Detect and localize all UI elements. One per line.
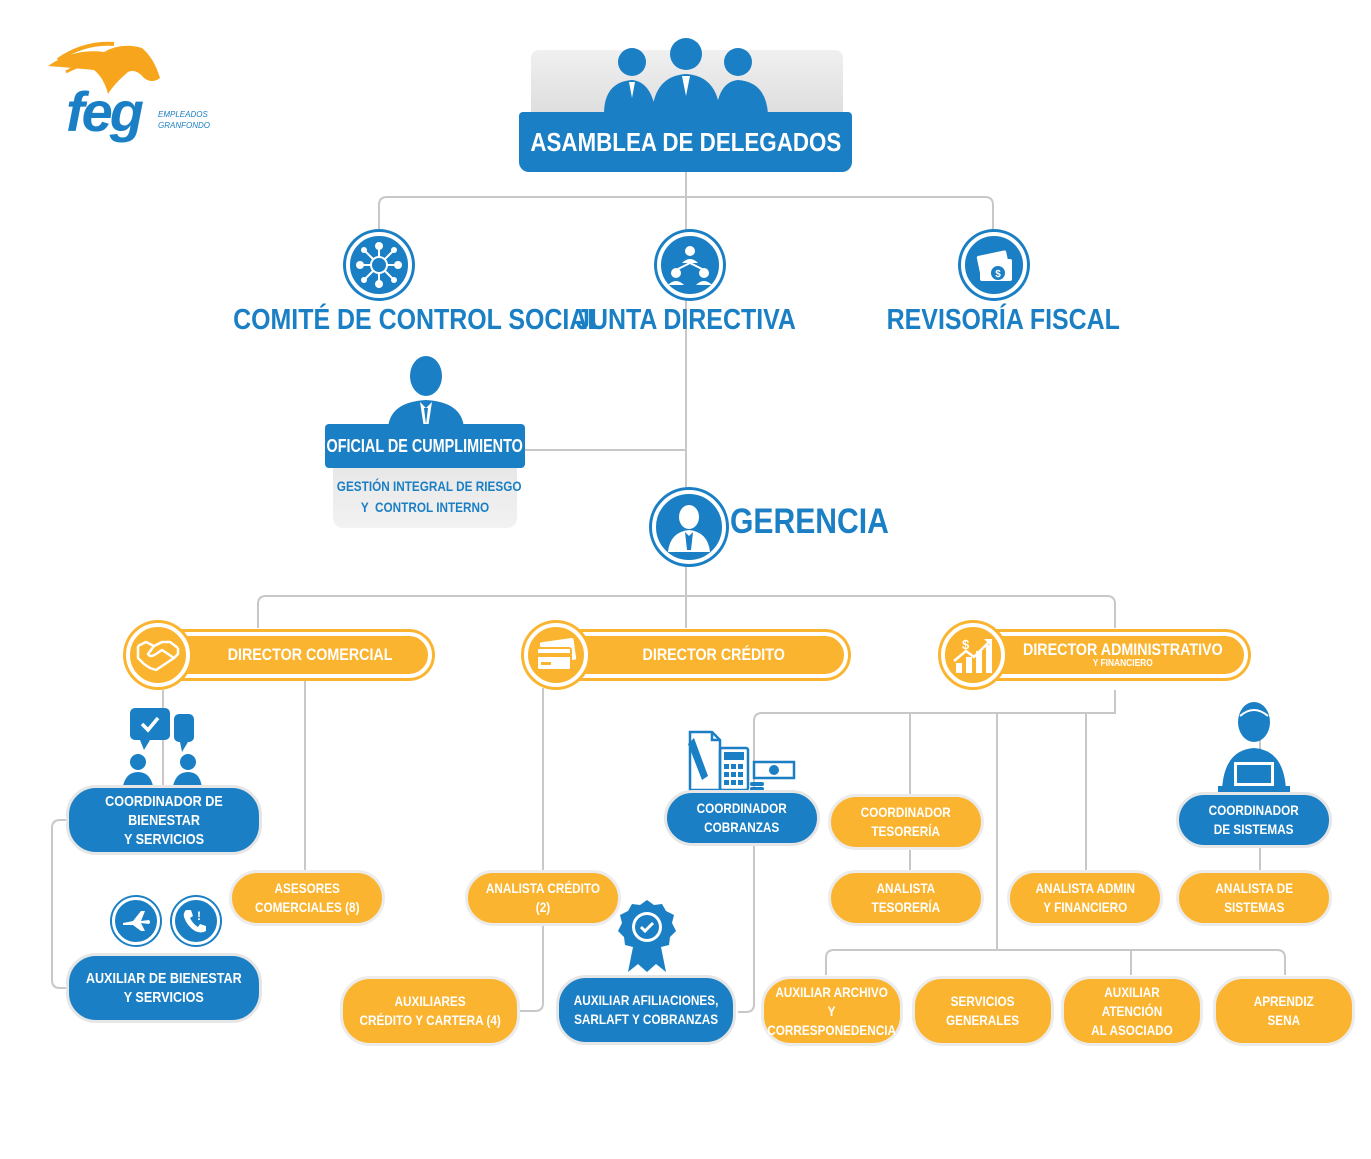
analista-credito-node: ANALISTA CRÉDITO (2) <box>465 870 621 926</box>
aux-credito-label: AUXILIARES CRÉDITO Y CARTERA (4) <box>359 993 501 1028</box>
payment-card-icon: $ <box>976 250 1012 281</box>
oficial-sub2: Y CONTROL INTERNO <box>360 499 490 515</box>
airplane-icon <box>123 911 150 931</box>
certified-badge-icon <box>618 900 676 972</box>
delegates-icon <box>604 38 768 114</box>
computer-user-icon <box>1218 702 1290 792</box>
growth-chart-icon: $ <box>953 637 992 673</box>
director-comercial-label: DIRECTOR COMERCIAL <box>227 645 393 664</box>
analista-tesoreria-node: ANALISTA TESORERÍA <box>828 870 984 926</box>
logo-sub1: EMPLEADOS <box>158 110 208 119</box>
coord-sistemas-label: COORDINADOR DE SISTEMAS <box>1208 802 1300 837</box>
aux-afiliaciones-node: AUXILIAR AFILIACIONES, SARLAFT Y COBRANZ… <box>556 975 736 1045</box>
accounting-tools-icon <box>688 730 796 792</box>
aprendiz-label: APRENDIZ SENA <box>1253 993 1315 1028</box>
handshake-icon <box>136 640 180 672</box>
director-comercial-circle <box>126 623 190 687</box>
officer-icon <box>388 356 464 428</box>
aux-afiliaciones-label: AUXILIAR AFILIACIONES, SARLAFT Y COBRANZ… <box>573 992 719 1027</box>
svg-text:$: $ <box>995 269 1001 280</box>
oficial-box: OFICIAL DE CUMPLIMIENTO <box>325 424 525 468</box>
revisoria-label: REVISORÍA FISCAL <box>886 304 1120 336</box>
svg-text:$: $ <box>962 637 970 652</box>
manager-icon <box>668 505 710 552</box>
aux-credito-node: AUXILIARES CRÉDITO Y CARTERA (4) <box>340 976 520 1046</box>
asesores-node: ASESORES COMERCIALES (8) <box>229 870 385 926</box>
director-admin-bar: DIRECTOR ADMINISTRATIVO Y FINANCIERO <box>958 632 1248 678</box>
oficial-sub-box <box>333 460 517 528</box>
aprendiz-node: APRENDIZ SENA <box>1213 976 1355 1046</box>
network-icon <box>356 242 402 288</box>
servicios-node: SERVICIOS GENERALES <box>912 976 1054 1046</box>
junta-label: JUNTA DIRECTIVA <box>576 304 796 336</box>
coord-tesoreria-label: COORDINADOR TESORERÍA <box>860 804 952 839</box>
analista-admin-node: ANALISTA ADMIN Y FINANCIERO <box>1007 870 1163 926</box>
travel-icon-circle <box>112 897 160 945</box>
credit-card-icon <box>536 638 577 671</box>
coord-cobranzas-label: COORDINADOR COBRANZAS <box>696 800 788 835</box>
director-credito-bar: DIRECTOR CRÉDITO <box>540 632 848 678</box>
comite-label: COMITÉ DE CONTROL SOCIAL <box>233 304 603 336</box>
aux-atencion-label: AUXILIAR ATENCIÓN AL ASOCIADO <box>1091 983 1173 1038</box>
revisoria-icon-circle: $ <box>961 232 1027 298</box>
svg-text:!: ! <box>197 909 201 923</box>
director-admin-label: DIRECTOR ADMINISTRATIVO <box>1023 639 1223 659</box>
director-admin-circle: $ <box>941 623 1005 687</box>
coord-tesoreria-node: COORDINADOR TESORERÍA <box>828 794 984 850</box>
feg-logo: feg EMPLEADOS GRANFONDO <box>44 38 224 148</box>
coord-cobranzas-node: COORDINADOR COBRANZAS <box>664 790 820 846</box>
coord-bienestar-label: COORDINADOR DE BIENESTAR Y SERVICIOS <box>105 792 223 848</box>
analista-credito-label: ANALISTA CRÉDITO (2) <box>485 880 601 915</box>
analista-sistemas-label: ANALISTA DE SISTEMAS <box>1215 880 1293 915</box>
asesores-label: ASESORES COMERCIALES (8) <box>254 880 360 915</box>
gerencia-label: GERENCIA <box>730 502 889 541</box>
aux-archivo-label: AUXILIAR ARCHIVO Y CORRESPONEDENCIA <box>767 983 897 1038</box>
analista-tesoreria-label: ANALISTA TESORERÍA <box>871 880 941 915</box>
aux-bienestar-label: AUXILIAR DE BIENESTAR Y SERVICIOS <box>86 970 242 1006</box>
asamblea-title: ASAMBLEA DE DELEGADOS <box>530 126 841 157</box>
director-admin-sublabel: Y FINANCIERO <box>1092 657 1154 669</box>
servicios-label: SERVICIOS GENERALES <box>946 993 1020 1028</box>
analista-sistemas-node: ANALISTA DE SISTEMAS <box>1176 870 1332 926</box>
comite-icon-circle <box>346 232 412 298</box>
team-hierarchy-icon <box>668 246 712 285</box>
horse-icon <box>48 41 160 94</box>
junta-icon-circle <box>657 232 723 298</box>
oficial-sub1: GESTIÓN INTEGRAL DE RIESGO <box>336 478 522 494</box>
director-comercial-bar: DIRECTOR COMERCIAL <box>148 632 432 678</box>
chat-people-icon <box>122 708 202 792</box>
phone-alert-icon: ! <box>183 909 206 933</box>
analista-admin-label: ANALISTA ADMIN Y FINANCIERO <box>1035 880 1135 915</box>
director-credito-label: DIRECTOR CRÉDITO <box>642 645 786 664</box>
asamblea-box: ASAMBLEA DE DELEGADOS <box>519 112 852 172</box>
support-icon-circle: ! <box>172 897 220 945</box>
aux-atencion-node: AUXILIAR ATENCIÓN AL ASOCIADO <box>1061 976 1203 1046</box>
gerencia-icon-circle <box>652 490 726 564</box>
aux-bienestar-node: AUXILIAR DE BIENESTAR Y SERVICIOS <box>66 953 262 1023</box>
oficial-title: OFICIAL DE CUMPLIMIENTO <box>326 435 524 456</box>
logo-text: feg <box>66 80 144 143</box>
logo-sub2: GRANFONDO <box>158 121 210 130</box>
coord-bienestar-node: COORDINADOR DE BIENESTAR Y SERVICIOS <box>66 785 262 855</box>
aux-archivo-node: AUXILIAR ARCHIVO Y CORRESPONEDENCIA <box>761 976 903 1046</box>
coord-sistemas-node: COORDINADOR DE SISTEMAS <box>1176 792 1332 848</box>
director-credito-circle <box>524 623 588 687</box>
